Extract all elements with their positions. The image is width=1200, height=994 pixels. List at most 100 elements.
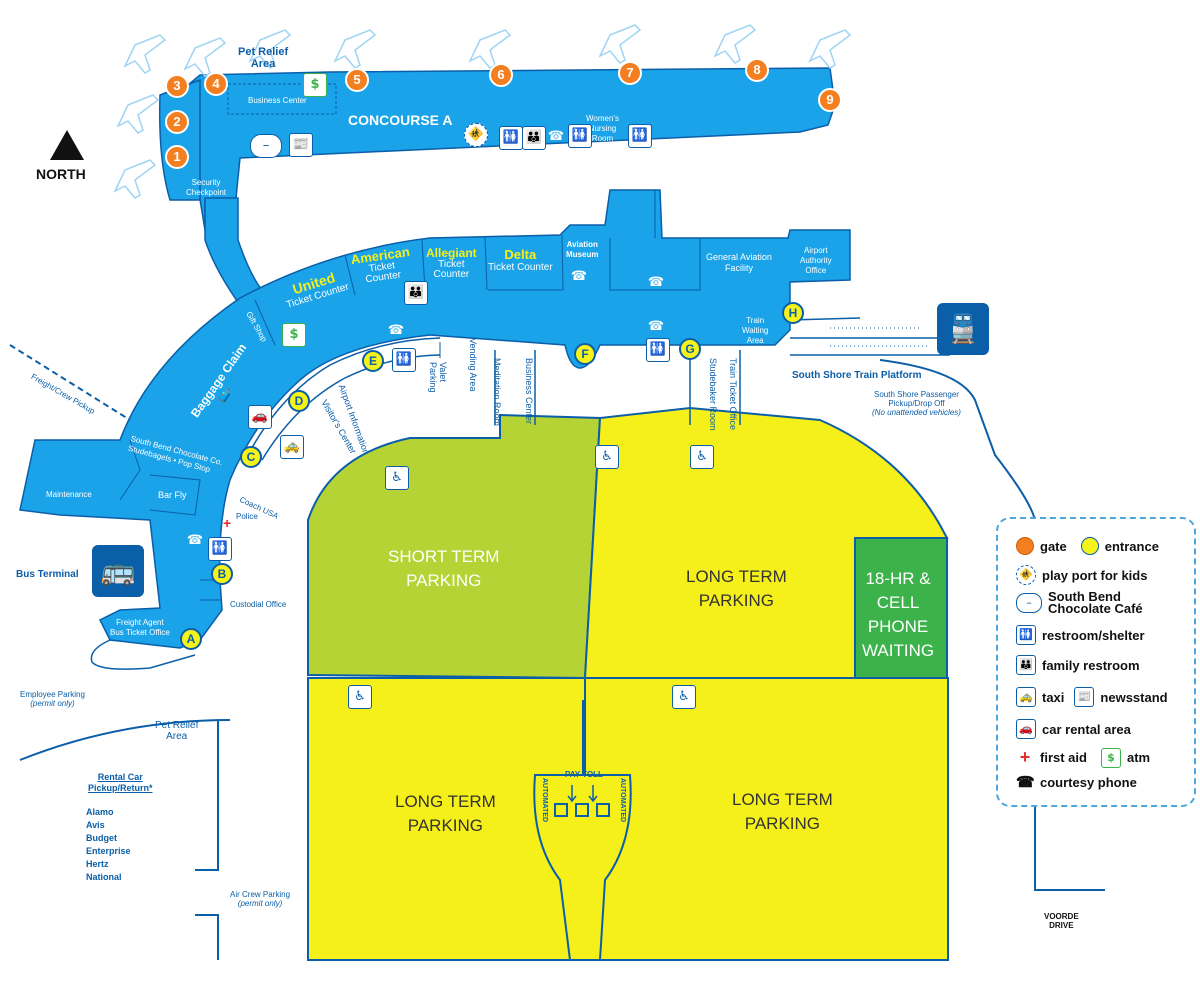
gate-8[interactable]: 8 bbox=[745, 58, 769, 82]
legend-car-rental-row: 🚗 car rental area bbox=[1016, 719, 1131, 739]
car-rental-icon: 🚗 bbox=[1016, 719, 1036, 739]
rental-enterprise: Enterprise bbox=[86, 846, 131, 856]
taxi-icon: 🚕 bbox=[1016, 687, 1036, 707]
business-center-concourse-label: Business Center bbox=[248, 96, 307, 105]
connector-corridor bbox=[204, 197, 264, 307]
long-term-parking-3-label: LONG TERM PARKING bbox=[732, 790, 833, 833]
airline-delta: Delta Ticket Counter bbox=[488, 247, 553, 273]
custodial-office-label: Custodial Office bbox=[230, 600, 287, 609]
air-crew-parking-note: (permit only) bbox=[237, 899, 283, 908]
entrance-a[interactable]: A bbox=[180, 628, 202, 650]
entrance-e[interactable]: E bbox=[362, 350, 384, 372]
rental-car-list: Alamo Avis Budget Enterprise Hertz Natio… bbox=[86, 806, 131, 884]
airline-allegiant: Allegiant Ticket Counter bbox=[426, 246, 477, 280]
accessible-parking-icon: ♿ bbox=[348, 685, 372, 709]
south-shore-pickup-note: (No unattended vehicles) bbox=[872, 408, 961, 417]
gate-2[interactable]: 2 bbox=[165, 110, 189, 134]
rental-avis: Avis bbox=[86, 820, 105, 830]
pet-relief-bottom-label: Pet Relief Area bbox=[155, 720, 199, 742]
short-term-parking-lot bbox=[307, 413, 602, 680]
long-term-parking-1-label: LONG TERM PARKING bbox=[686, 567, 787, 610]
gate-3[interactable]: 3 bbox=[165, 74, 189, 98]
entrance-c[interactable]: C bbox=[240, 446, 262, 468]
short-term-parking-label: SHORT TERM PARKING bbox=[388, 547, 500, 590]
courtesy-phone-icon: ☎ bbox=[647, 275, 665, 290]
family-restroom-icon: 👪 bbox=[1016, 655, 1036, 675]
legend-gate-row: gate entrance bbox=[1016, 537, 1159, 555]
chocolate-cafe-icon: – bbox=[250, 134, 282, 158]
airline-allegiant-name: Allegiant bbox=[426, 246, 477, 260]
legend-first-aid-row: + first aid $ atm bbox=[1016, 747, 1150, 768]
restroom-icon: 🚻 bbox=[392, 348, 416, 372]
accessible-parking-icon: ♿ bbox=[385, 466, 409, 490]
security-checkpoint-label: Security Checkpoint bbox=[186, 178, 227, 197]
employee-parking-note: (permit only) bbox=[30, 699, 75, 708]
entrance-g[interactable]: G bbox=[679, 338, 701, 360]
airline-delta-name: Delta bbox=[504, 247, 537, 262]
long-term-parking-lot-1 bbox=[583, 406, 949, 679]
legend-phone-row: ☎ courtesy phone bbox=[1016, 773, 1137, 791]
entrance-b[interactable]: B bbox=[211, 563, 233, 585]
courtesy-phone-icon: ☎ bbox=[387, 323, 405, 338]
legend-newsstand: newsstand bbox=[1100, 689, 1168, 705]
atm-icon: $ bbox=[303, 73, 327, 97]
north-label: NORTH bbox=[36, 166, 86, 182]
gate-6[interactable]: 6 bbox=[489, 63, 513, 87]
legend-play-port: play port for kids bbox=[1042, 567, 1148, 583]
freight-agent-label: Freight Agent Bus Ticket Office bbox=[110, 618, 170, 637]
map-legend: gate entrance 🚸 play port for kids – Sou… bbox=[996, 517, 1196, 807]
entrance-f[interactable]: F bbox=[574, 343, 596, 365]
legend-restroom: restroom/shelter bbox=[1042, 627, 1145, 643]
courtesy-phone-icon: ☎ bbox=[547, 129, 565, 144]
chocolate-cafe-icon: – bbox=[1016, 593, 1042, 613]
concourse-a-label: CONCOURSE A bbox=[348, 112, 453, 128]
vending-area-label: Vending Area bbox=[468, 338, 478, 392]
courtesy-phone-icon: ☎ bbox=[1016, 774, 1035, 791]
train-icon: 🚆 bbox=[937, 303, 989, 355]
rental-car-title: Rental Car Pickup/Return* bbox=[88, 772, 153, 793]
legend-atm: atm bbox=[1126, 750, 1151, 765]
legend-gate: gate bbox=[1040, 538, 1067, 554]
gate-4[interactable]: 4 bbox=[204, 72, 228, 96]
legend-family-restroom: family restroom bbox=[1042, 657, 1140, 673]
voorde-drive-label: VOORDE DRIVE bbox=[1044, 912, 1079, 930]
general-aviation-label: General Aviation Facility bbox=[706, 252, 772, 273]
womens-nursing-label: Women's Nursing Room bbox=[586, 114, 619, 143]
business-center-terminal-label: Business Center bbox=[524, 358, 534, 425]
family-restroom-icon: 👪 bbox=[522, 126, 546, 150]
restroom-icon: 🚻 bbox=[646, 338, 670, 362]
legend-first-aid: first aid bbox=[1040, 750, 1087, 765]
automated-left-label: AUTOMATED bbox=[541, 778, 548, 823]
air-crew-parking-label: Air Crew Parking (permit only) bbox=[230, 890, 290, 908]
entrance-d[interactable]: D bbox=[288, 390, 310, 412]
restroom-icon: 🚻 bbox=[628, 124, 652, 148]
gate-marker-icon bbox=[1016, 537, 1034, 555]
accessible-parking-icon: ♿ bbox=[672, 685, 696, 709]
legend-taxi-row: 🚕 taxi 📰 newsstand bbox=[1016, 687, 1168, 707]
courtesy-phone-icon: ☎ bbox=[647, 319, 665, 334]
pet-relief-top-label: Pet Relief Area bbox=[238, 46, 289, 70]
rental-alamo: Alamo bbox=[86, 807, 114, 817]
maintenance-label: Maintenance bbox=[46, 490, 92, 499]
airline-allegiant-sub: Ticket Counter bbox=[433, 259, 470, 280]
car-rental-icon: 🚗 bbox=[248, 405, 272, 429]
employee-parking-text: Employee Parking bbox=[20, 690, 85, 699]
south-shore-platform-label: South Shore Train Platform bbox=[792, 370, 922, 381]
gate-5[interactable]: 5 bbox=[345, 68, 369, 92]
valet-parking-label: Valet Parking bbox=[428, 362, 448, 393]
gate-9[interactable]: 9 bbox=[818, 88, 842, 112]
legend-chocolate-row: – South Bend Chocolate Café bbox=[1016, 590, 1143, 615]
gate-1[interactable]: 1 bbox=[165, 145, 189, 169]
long-term-parking-2-label: LONG TERM PARKING bbox=[395, 792, 496, 835]
newsstand-icon: 📰 bbox=[1074, 687, 1095, 707]
bus-icon: 🚌 bbox=[92, 545, 144, 597]
studebaker-room-label: Studebaker Room bbox=[708, 358, 718, 431]
courtesy-phone-icon: ☎ bbox=[186, 533, 204, 548]
entrance-h[interactable]: H bbox=[782, 302, 804, 324]
gate-7[interactable]: 7 bbox=[618, 61, 642, 85]
atm-icon: $ bbox=[1100, 747, 1121, 768]
bus-terminal-label: Bus Terminal bbox=[16, 569, 79, 580]
automated-right-label: AUTOMATED bbox=[619, 778, 626, 823]
north-arrow bbox=[50, 130, 84, 160]
